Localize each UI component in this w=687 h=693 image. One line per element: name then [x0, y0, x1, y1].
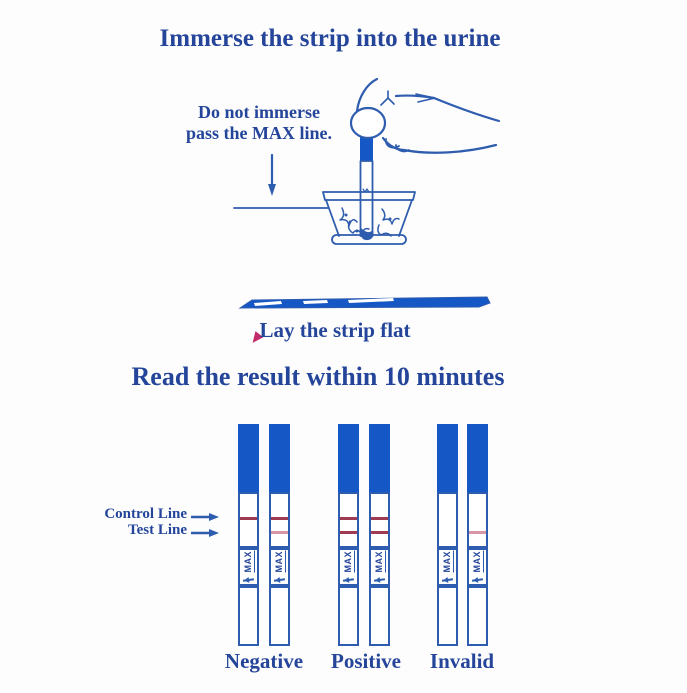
max-box: MAX — [369, 548, 390, 586]
max-box: MAX — [437, 548, 458, 586]
max-box: MAX — [467, 548, 488, 586]
immerse-caption: Do not immerse pass the MAX line. — [168, 102, 350, 144]
strip-bottom — [269, 586, 290, 646]
splash-lines — [339, 207, 400, 241]
strip-bottom — [338, 586, 359, 646]
max-arrow-icon — [373, 578, 386, 582]
test-strip: MAX — [269, 424, 290, 646]
max-label: MAX — [274, 551, 286, 573]
strip-bottom — [238, 586, 259, 646]
test-line-arrow-icon — [191, 529, 219, 537]
result-label-negative: Negative — [224, 649, 304, 673]
max-label: MAX — [374, 551, 386, 573]
result-window — [437, 492, 458, 548]
max-label: MAX — [243, 551, 255, 573]
result-window — [269, 492, 290, 548]
strip-handle — [238, 424, 259, 492]
hand-outline — [349, 77, 501, 154]
strip-handle — [437, 424, 458, 492]
control-line-label: Control Line — [104, 506, 187, 522]
max-label: MAX — [472, 551, 484, 573]
result-window — [338, 492, 359, 548]
max-arrow-icon — [471, 578, 484, 582]
test-strip: MAX — [369, 424, 390, 646]
max-arrow-icon — [342, 578, 355, 582]
result-label-positive: Positive — [331, 649, 401, 673]
test-strip: MAX — [338, 424, 359, 646]
max-arrow-icon — [441, 578, 454, 582]
result-label-invalid: Invalid — [429, 649, 495, 673]
test-line — [340, 531, 357, 534]
test-line — [469, 531, 486, 534]
result-window — [467, 492, 488, 548]
strip-bottom — [437, 586, 458, 646]
max-arrow-icon — [242, 578, 255, 582]
control-line — [340, 517, 357, 520]
step3-title: Read the result within 10 minutes — [131, 362, 505, 391]
test-strip: MAX — [467, 424, 488, 646]
result-window — [369, 492, 390, 548]
dip-illustration — [233, 77, 501, 245]
max-box: MAX — [269, 548, 290, 586]
step2-title: Lay the strip flat — [259, 318, 411, 342]
held-strip — [359, 133, 374, 237]
test-strip: MAX — [437, 424, 458, 646]
control-line — [271, 517, 288, 520]
max-arrow-icon — [273, 578, 286, 582]
strip-bottom — [467, 586, 488, 646]
strip-handle — [338, 424, 359, 492]
strip-handle — [467, 424, 488, 492]
max-box: MAX — [238, 548, 259, 586]
test-strip: MAX — [238, 424, 259, 646]
immerse-caption-line2: pass the MAX line. — [185, 123, 332, 143]
max-box: MAX — [338, 548, 359, 586]
down-arrow-icon — [268, 153, 276, 196]
test-line-label: Test Line — [127, 522, 187, 538]
control-line-arrow-icon — [191, 513, 219, 521]
immerse-caption-line1: Do not immerse — [198, 102, 320, 122]
test-line — [271, 531, 288, 534]
flat-strip-illustration — [238, 296, 491, 309]
control-line — [240, 517, 257, 520]
step1-title: Immerse the strip into the urine — [159, 25, 501, 52]
result-window — [238, 492, 259, 548]
strip-handle — [369, 424, 390, 492]
test-line — [371, 531, 388, 534]
max-label: MAX — [442, 551, 454, 573]
strip-handle — [269, 424, 290, 492]
control-line — [371, 517, 388, 520]
strip-bottom — [369, 586, 390, 646]
max-label: MAX — [343, 551, 355, 573]
urine-cup — [322, 191, 416, 245]
